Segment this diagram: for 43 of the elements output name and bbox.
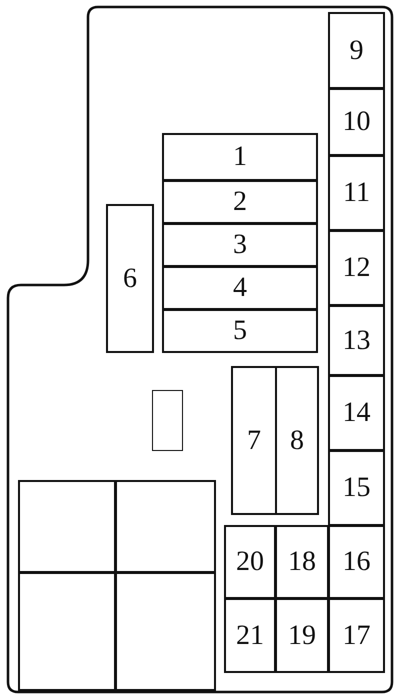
fuse-number: 21 (236, 622, 264, 650)
fuse-slot (162, 180, 318, 224)
fuse-slot (162, 309, 318, 353)
fuse-slot (328, 155, 385, 231)
fuse-number: 10 (342, 108, 370, 136)
fuse-slot (275, 598, 329, 673)
fuse-slot (275, 366, 319, 515)
fuse-slot (106, 204, 154, 353)
fuse-slot (224, 525, 276, 599)
fuse-number: 2 (233, 188, 247, 216)
fuse-number: 8 (290, 426, 304, 454)
fuse-slot (328, 230, 385, 306)
fuse-number: 13 (342, 326, 370, 354)
fuse-number: 12 (342, 254, 370, 282)
fuse-number: 14 (342, 399, 370, 427)
fuse-slot (328, 450, 385, 526)
fuse-slot (328, 88, 385, 156)
fuse-number: 4 (233, 274, 247, 302)
fuse-slot (328, 305, 385, 376)
fuse-slot (328, 375, 385, 451)
fuse-number: 11 (343, 179, 370, 207)
fuse-slot (275, 525, 329, 599)
fuse-number: 5 (233, 317, 247, 345)
fuse-number: 19 (288, 622, 316, 650)
fuse-number: 6 (123, 264, 137, 292)
fuse-number: 1 (233, 143, 247, 171)
fuse-number: 17 (342, 622, 370, 650)
fuse-slot (328, 598, 385, 673)
empty-slot (152, 390, 183, 451)
fuse-slot (328, 12, 385, 89)
fuse-number: 16 (342, 548, 370, 576)
fuse-slot (162, 133, 318, 181)
fuse-slot (162, 223, 318, 267)
fuse-slot (162, 266, 318, 310)
fuse-slot (328, 525, 385, 599)
fuse-slot (224, 598, 276, 673)
fuse-number: 7 (247, 426, 261, 454)
fuse-number: 18 (288, 548, 316, 576)
fuse-number: 15 (342, 474, 370, 502)
fuse-number: 20 (236, 548, 264, 576)
fuse-number: 9 (350, 36, 364, 64)
fuse-slot (231, 366, 277, 515)
fuse-number: 3 (233, 231, 247, 259)
